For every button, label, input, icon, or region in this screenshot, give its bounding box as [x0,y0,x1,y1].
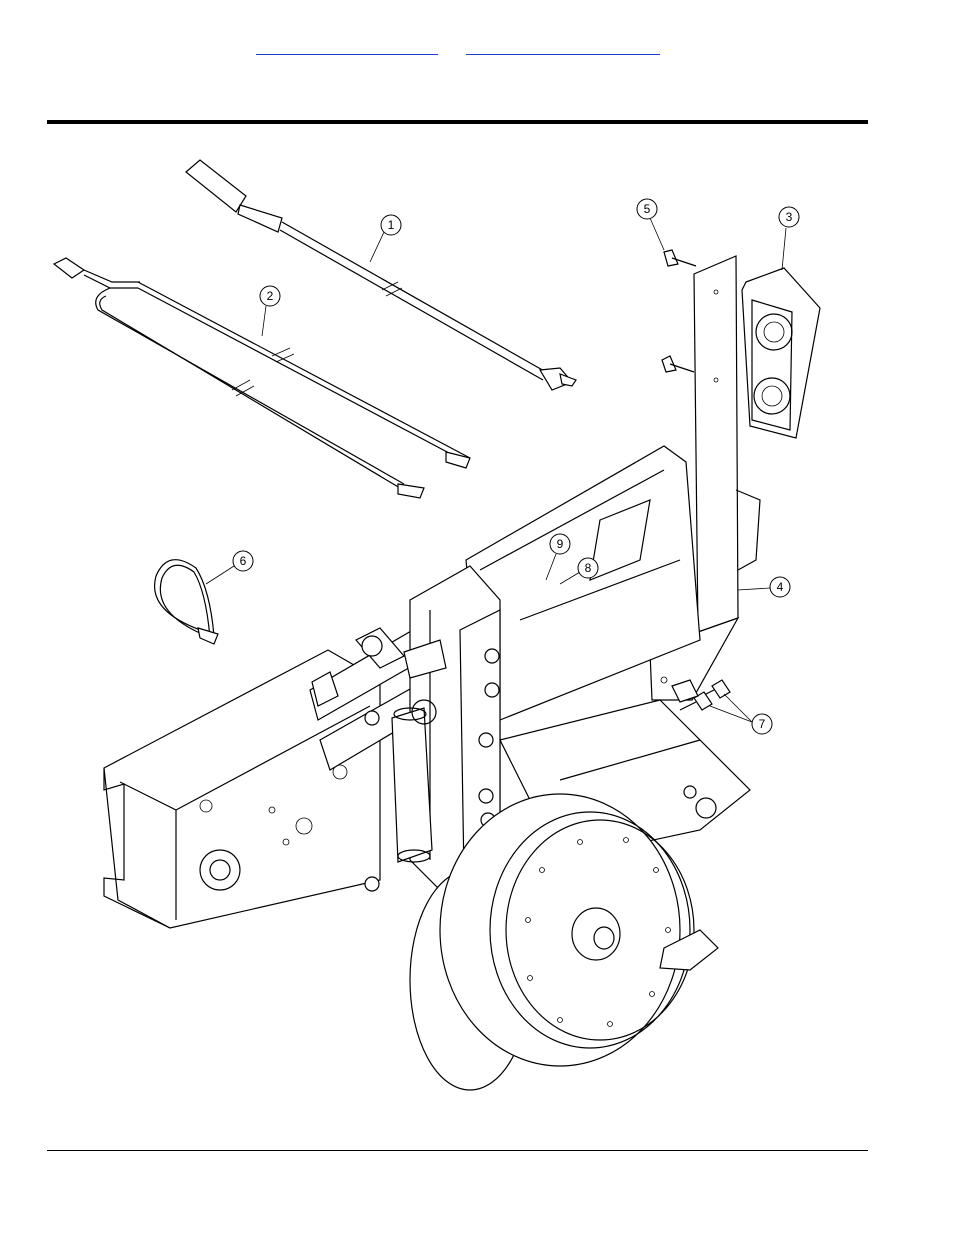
callout-7: 7 [710,694,772,734]
part-6-cable-tie [155,560,218,644]
callout-5: 5 [637,199,664,250]
callout-4: 4 [738,577,790,597]
svg-text:4: 4 [777,580,784,594]
svg-text:3: 3 [786,210,793,224]
svg-text:2: 2 [267,289,274,303]
callout-3: 3 [779,207,799,270]
svg-text:7: 7 [759,717,766,731]
part-1-cable [186,160,576,390]
svg-text:1: 1 [388,218,395,232]
svg-text:6: 6 [240,554,247,568]
callout-1: 1 [370,215,401,262]
part-5-bolts [662,250,696,372]
svg-text:9: 9 [557,537,564,551]
callout-6: 6 [206,551,253,584]
part-3-lamp [742,268,820,438]
callout-2: 2 [260,286,280,336]
svg-text:8: 8 [585,561,592,575]
svg-text:5: 5 [644,202,651,216]
